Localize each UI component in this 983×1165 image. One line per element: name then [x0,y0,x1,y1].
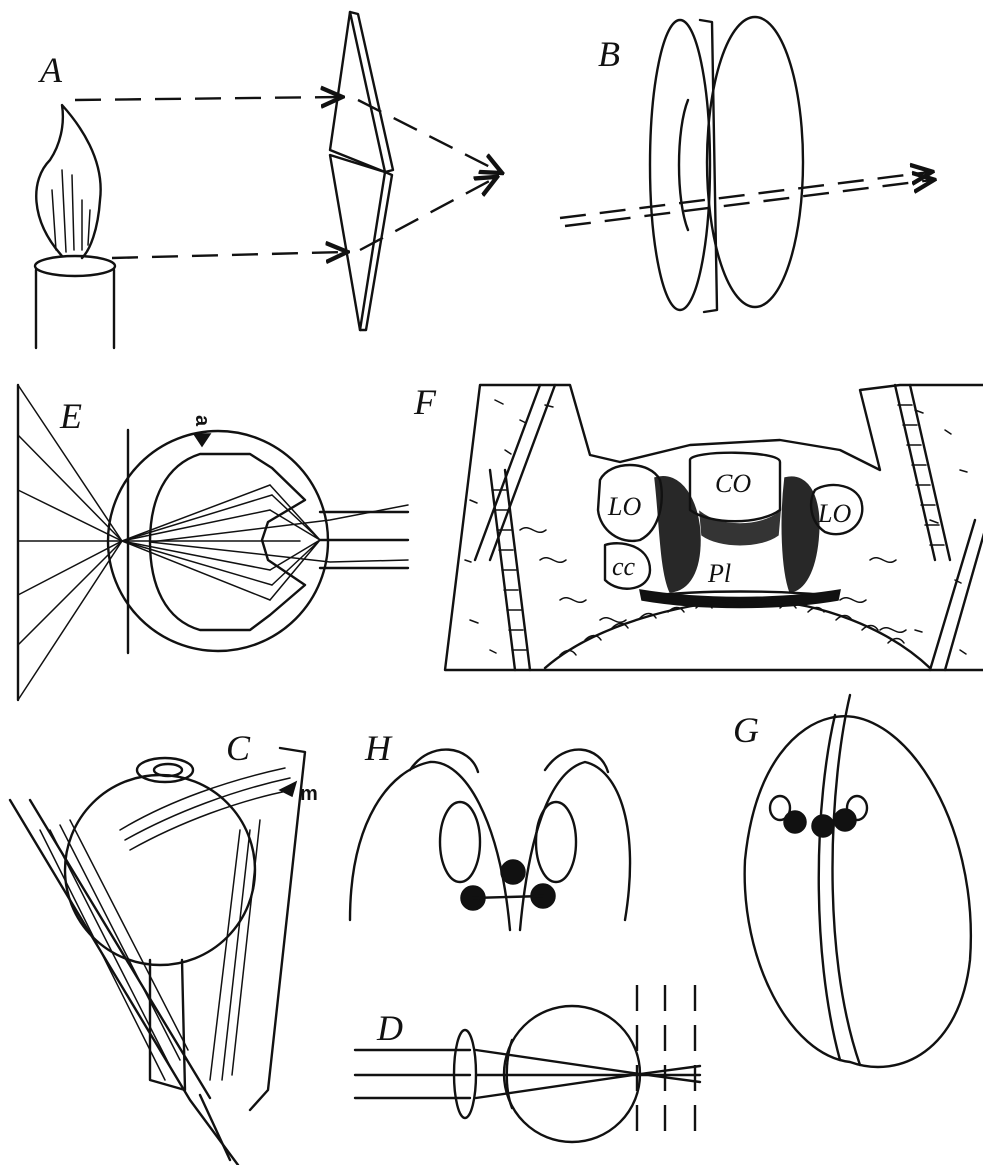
c-sheath-left [10,800,238,1165]
panel-c-label: C [226,728,251,768]
panel-b: B [560,17,932,312]
panel-d: D [355,985,700,1145]
h-eye-left [440,802,480,882]
candle [35,105,115,348]
panel-g: G [733,695,971,1067]
label-lo-left: LO [607,492,641,521]
lens-back [707,17,803,307]
panel-a-label: A [38,50,63,90]
prism-pair [330,12,393,330]
label-lo-right: LO [817,499,851,528]
label-pl: Pl [707,559,731,588]
panel-e-label: E [59,396,82,436]
panel-h: H [350,728,630,930]
muscle-fibres [40,768,292,1080]
h-ganglion-top [501,860,525,884]
panel-c: C m [10,728,318,1165]
g-ganglion-1 [784,811,806,833]
marker-a: a [191,415,213,427]
eye-lens-shape [150,454,305,630]
panel-b-label: B [598,34,620,74]
label-cc: cc [612,552,636,581]
ray-b1 [560,172,930,218]
cornea [137,758,193,782]
label-co: CO [715,469,751,498]
ray-upper [75,97,340,100]
panel-a: A [35,12,500,348]
g-ganglion-2 [812,815,834,837]
h-eye-right [536,802,576,882]
optic-nerve [150,960,185,1090]
ray-lower [112,252,345,258]
g-outline [745,716,971,1067]
panel-f-label: F [413,382,437,422]
scalloped-floor [545,600,930,668]
marker-m: m [300,783,318,805]
ray-b2 [565,180,932,226]
c-sheath-right [250,748,305,1110]
panel-h-label: H [364,728,393,768]
h-outline-left [350,762,510,930]
panel-g-label: G [733,710,759,750]
panel-d-label: D [376,1008,403,1048]
panel-e: E a [18,385,408,700]
g-ganglion-3 [834,809,856,831]
panel-f: F CO LO cc LO Pl [413,382,983,670]
